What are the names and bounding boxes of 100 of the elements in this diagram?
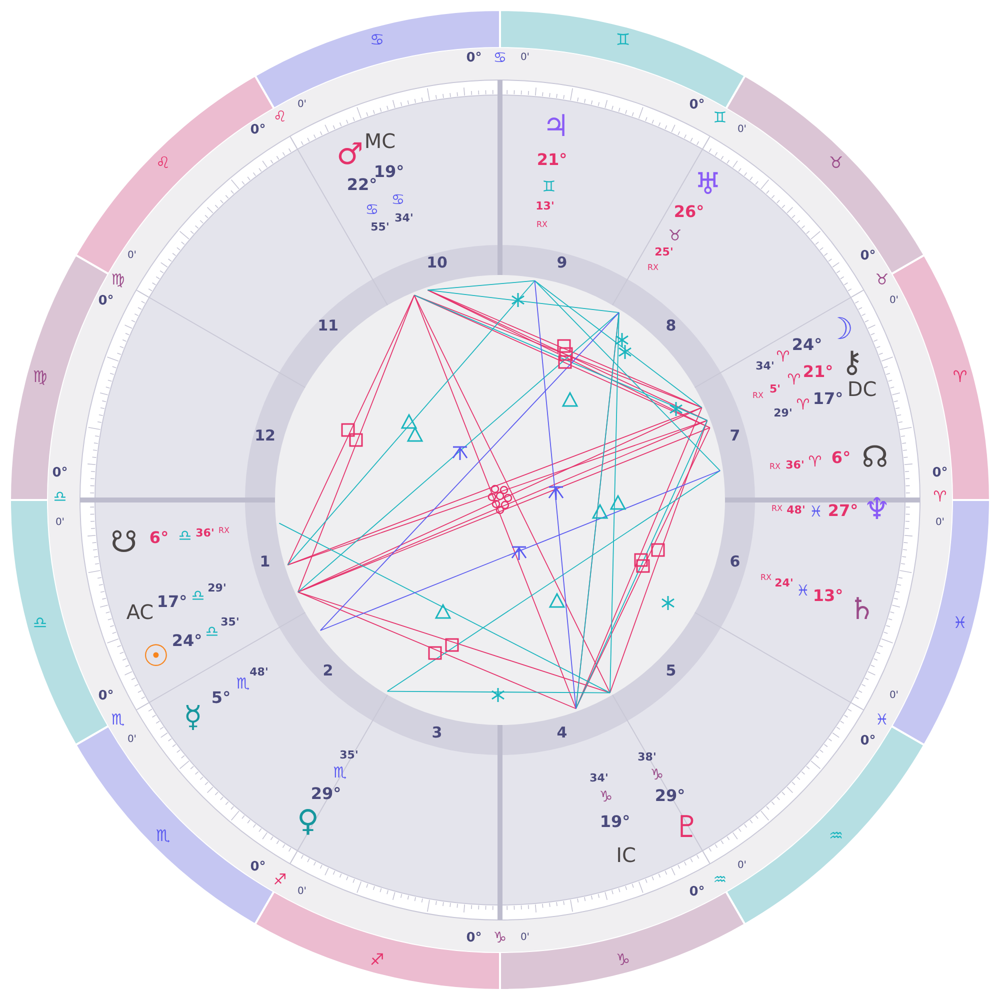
cusp-minute-label: 0' — [520, 933, 530, 943]
zodiac-sign-glyph: ♐ — [370, 952, 384, 968]
house-number: 10 — [426, 256, 448, 270]
degree-label: 27° — [828, 503, 858, 519]
zodiac-sign-glyph: ♎ — [53, 490, 67, 504]
planet-glyph: ♂ — [336, 140, 364, 170]
house-number: 8 — [666, 318, 676, 334]
retrograde-label: RX — [760, 574, 772, 582]
cusp-minute-label: 0' — [935, 518, 945, 528]
zodiac-sign-glyph: ♈ — [808, 454, 822, 470]
degree-label: 21° — [536, 152, 568, 168]
zodiac-sign-glyph: ♎ — [191, 588, 205, 604]
zodiac-sign-glyph: ♉ — [875, 272, 889, 288]
zodiac-sign-glyph: ♈ — [952, 369, 968, 385]
house-number: 9 — [556, 256, 568, 270]
cusp-degree-label: 0° — [98, 294, 114, 308]
zodiac-sign-glyph: ♍ — [32, 369, 48, 385]
degree-label: 17° — [812, 391, 844, 407]
cusp-minute-label: 0' — [889, 691, 899, 701]
zodiac-sign-glyph: ♎ — [32, 615, 48, 631]
cusp-minute-label: 0' — [297, 100, 307, 110]
retrograde-label: RX — [769, 463, 781, 471]
zodiac-sign-glyph: ♓ — [875, 712, 889, 728]
angle-label: MC — [364, 131, 396, 151]
house-number: 12 — [254, 428, 276, 444]
zodiac-sign-glyph: ♑ — [650, 768, 664, 782]
zodiac-sign-glyph: ♊ — [542, 180, 556, 194]
cusp-degree-label: 0° — [860, 250, 876, 262]
zodiac-sign-glyph: ♋ — [365, 202, 379, 218]
retrograde-label: RX — [536, 221, 548, 229]
planet-glyph: ☋ — [110, 528, 138, 558]
minute-label: 34' — [394, 212, 414, 224]
zodiac-sign-glyph: ♏ — [333, 766, 347, 780]
minute-label: 48' — [250, 666, 268, 678]
cusp-degree-label: 0° — [250, 860, 266, 874]
minute-label: 29' — [208, 582, 226, 594]
house-number: 2 — [322, 664, 334, 678]
zodiac-sign-glyph: ♉ — [828, 155, 844, 171]
house-number: 3 — [432, 726, 442, 740]
angle-label: AC — [126, 602, 154, 622]
house-number: 4 — [556, 726, 568, 740]
cusp-degree-label: 0° — [860, 734, 876, 748]
zodiac-sign-glyph: ♋ — [370, 32, 384, 48]
zodiac-sign-glyph: ♏ — [156, 828, 170, 844]
minute-label: 13' — [536, 200, 554, 212]
degree-label: 29° — [654, 788, 686, 804]
cusp-minute-label: 0' — [889, 296, 899, 306]
zodiac-sign-glyph: ♏ — [111, 712, 125, 728]
retrograde-label: RX — [771, 505, 783, 513]
minute-label: 34' — [590, 772, 608, 784]
minute-label: 35' — [340, 750, 358, 760]
zodiac-sign-glyph: ♊ — [616, 32, 630, 48]
minute-label: 34' — [756, 360, 774, 372]
cusp-degree-label: 0° — [932, 466, 948, 480]
planet-glyph: ♆ — [864, 495, 890, 525]
zodiac-sign-glyph: ♐ — [273, 872, 287, 888]
zodiac-sign-glyph: ♒ — [828, 828, 844, 844]
cusp-minute-label: 0' — [737, 125, 747, 135]
degree-label: 24° — [172, 633, 202, 649]
cusp-degree-label: 0° — [466, 932, 482, 944]
minute-label: 24' — [774, 578, 794, 588]
house-number: 5 — [666, 664, 676, 678]
retrograde-label: RX — [647, 264, 659, 272]
house-number: 7 — [730, 428, 740, 444]
retrograde-label: RX — [752, 392, 764, 400]
cusp-degree-label: 0° — [250, 124, 266, 136]
zodiac-sign-glyph: ♎ — [205, 624, 219, 640]
zodiac-sign-glyph: ♉ — [668, 228, 682, 244]
zodiac-sign-glyph: ♑ — [599, 790, 613, 804]
planet-glyph: ☊ — [862, 443, 888, 473]
planet-glyph: ♀ — [297, 807, 319, 837]
cusp-minute-label: 0' — [55, 518, 65, 528]
zodiac-sign-glyph: ♌ — [156, 155, 170, 171]
planet-glyph: ♄ — [848, 595, 876, 625]
zodiac-sign-glyph: ♊ — [713, 110, 727, 126]
minute-label: 36' — [196, 528, 214, 538]
zodiac-sign-glyph: ♑ — [493, 930, 507, 946]
degree-label: 13° — [812, 588, 844, 604]
cusp-minute-label: 0' — [127, 251, 137, 261]
zodiac-sign-glyph: ♍ — [111, 272, 125, 288]
planet-glyph: ☉ — [142, 642, 170, 672]
degree-label: 26° — [674, 204, 704, 220]
zodiac-sign-glyph: ♈ — [796, 398, 810, 412]
zodiac-sign-glyph: ♓ — [809, 504, 823, 520]
minute-label: 29' — [774, 408, 792, 418]
planet-glyph: ⚷ — [841, 348, 863, 378]
zodiac-sign-glyph: ♈ — [933, 490, 947, 504]
minute-label: 48' — [786, 504, 806, 516]
degree-label: 24° — [792, 337, 822, 353]
cusp-degree-label: 0° — [52, 466, 68, 480]
zodiac-sign-glyph: ♒ — [713, 872, 727, 888]
zodiac-sign-glyph: ♓ — [796, 584, 810, 598]
minute-label: 36' — [786, 460, 804, 470]
house-number: 11 — [318, 318, 338, 334]
degree-label: 5° — [211, 690, 231, 706]
cusp-minute-label: 0' — [127, 735, 137, 745]
zodiac-sign-glyph: ♎ — [178, 528, 192, 544]
minute-label: 38' — [638, 752, 656, 762]
degree-label: 22° — [346, 177, 378, 193]
degree-label: 17° — [156, 594, 188, 610]
